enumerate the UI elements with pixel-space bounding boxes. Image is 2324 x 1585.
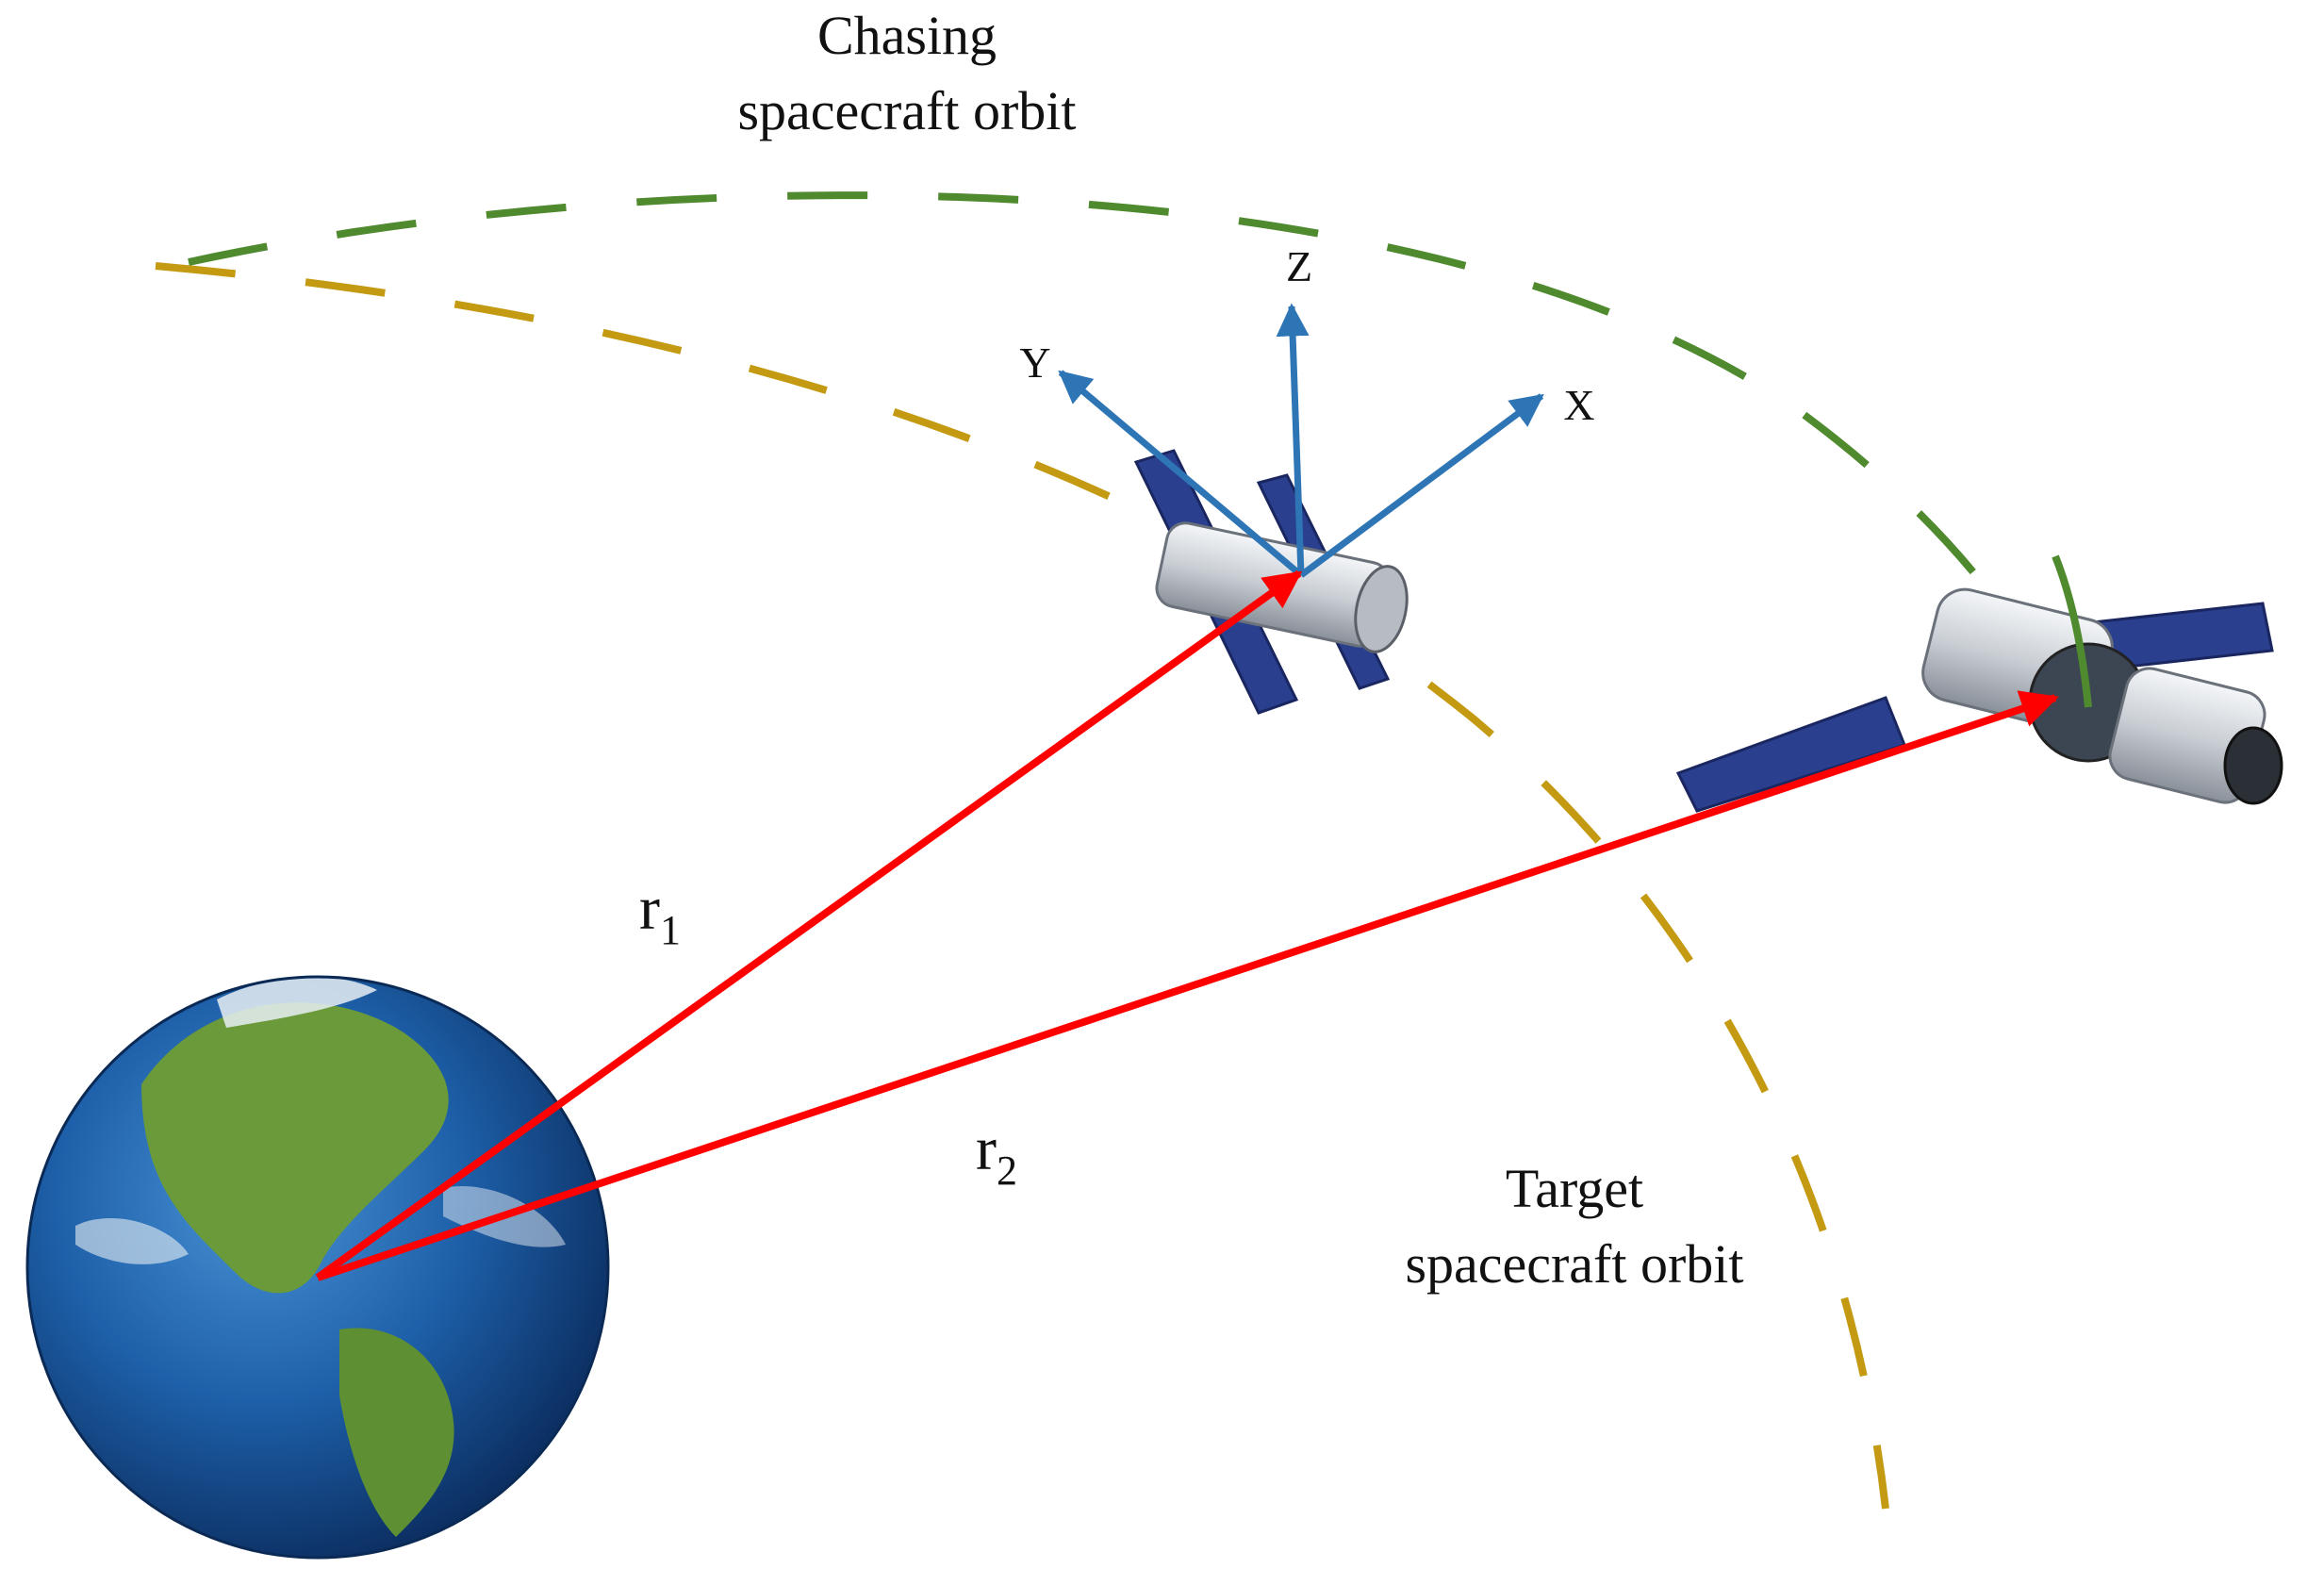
r2-vector bbox=[316, 690, 2059, 1281]
r2-label: r2 bbox=[976, 1114, 1017, 1194]
y-axis bbox=[1058, 370, 1304, 578]
chasing-orbit-label-line2: spacecraft orbit bbox=[737, 80, 1076, 141]
space-station-icon bbox=[1675, 587, 2283, 813]
r1-label-subscript: 1 bbox=[660, 907, 681, 953]
chasing-orbit bbox=[188, 191, 2078, 719]
earth-globe-icon bbox=[25, 975, 610, 1560]
chasing-orbit-label-line1: Chasing bbox=[817, 5, 997, 66]
r2-label-subscript: 2 bbox=[997, 1147, 1017, 1194]
axis-y-label: Y bbox=[1019, 338, 1050, 387]
r1-vector bbox=[315, 570, 1303, 1281]
x-axis bbox=[1298, 393, 1544, 578]
axis-z-label: Z bbox=[1286, 242, 1312, 290]
body-axes bbox=[1058, 303, 1544, 578]
r1-label-base: r bbox=[639, 874, 660, 943]
axis-x-label: X bbox=[1563, 381, 1594, 429]
chasing-orbit-segment bbox=[2052, 554, 2092, 708]
r1-label: r1 bbox=[639, 874, 681, 953]
target-orbit-label-line2: spacecraft orbit bbox=[1405, 1233, 1743, 1295]
target-orbit bbox=[155, 262, 1889, 1510]
z-axis bbox=[1276, 303, 1310, 576]
r2-label-base: r bbox=[976, 1114, 997, 1183]
satellite-icon bbox=[1133, 449, 1409, 715]
target-orbit-label-line1: Target bbox=[1506, 1158, 1643, 1219]
